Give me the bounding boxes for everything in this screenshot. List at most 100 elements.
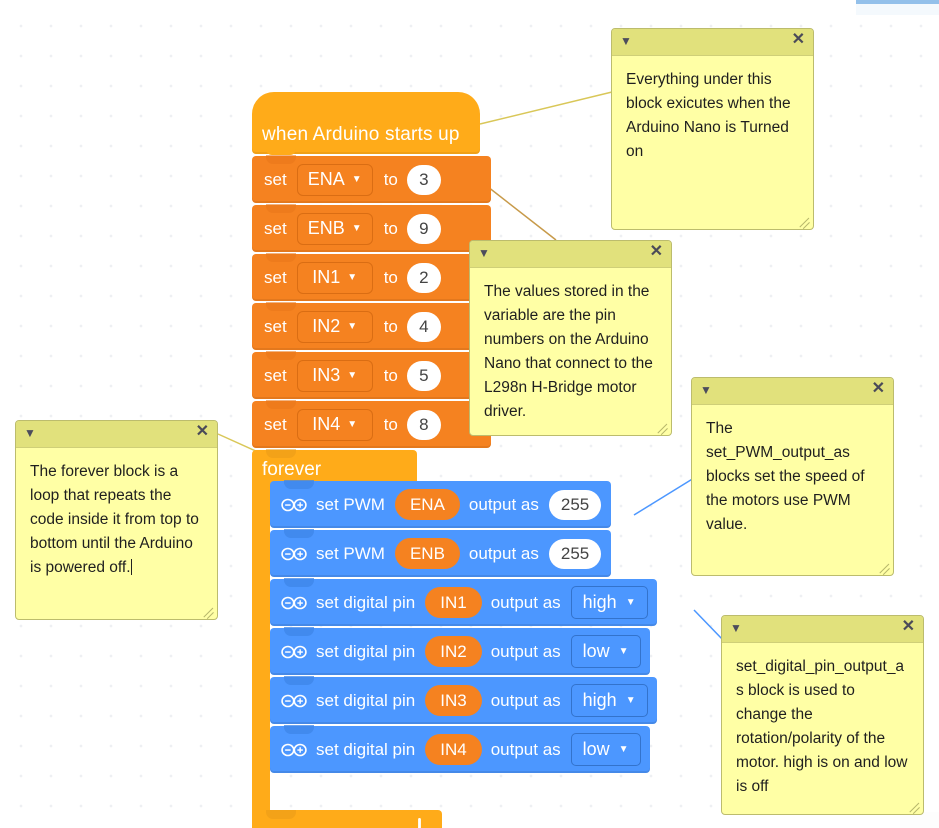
resize-grip-icon[interactable] bbox=[202, 604, 215, 619]
output-as-label: output as bbox=[490, 739, 561, 759]
top-chrome-sliver-2 bbox=[856, 4, 939, 15]
pin-variable-in2[interactable]: IN2 bbox=[425, 636, 482, 667]
set-variable-block-in3[interactable]: set IN3 ▼ to 5 bbox=[252, 351, 491, 399]
set-variable-block-ena[interactable]: set ENA ▼ to 3 bbox=[252, 155, 491, 203]
chevron-down-icon[interactable]: ▼ bbox=[700, 383, 712, 397]
value-input-in3[interactable]: 5 bbox=[406, 360, 441, 391]
forever-label: forever bbox=[262, 459, 322, 480]
comment-forever[interactable]: ▼ ✕ The forever block is a loop that rep… bbox=[15, 420, 218, 620]
chevron-down-icon: ▼ bbox=[625, 596, 636, 608]
output-as-label: output as bbox=[468, 494, 539, 514]
comment-text[interactable]: The set_PWM_output_as blocks set the spe… bbox=[706, 420, 869, 533]
chevron-down-icon: ▼ bbox=[347, 369, 358, 381]
pin-variable-ena[interactable]: ENA bbox=[394, 489, 460, 520]
variable-dropdown-in2[interactable]: IN2 ▼ bbox=[296, 310, 373, 343]
set-variable-block-in2[interactable]: set IN2 ▼ to 4 bbox=[252, 302, 491, 350]
arduino-infinity-icon bbox=[281, 547, 307, 560]
comment-text[interactable]: Everything under this block exicutes whe… bbox=[626, 71, 795, 160]
arduino-infinity-icon bbox=[281, 743, 307, 756]
when-arduino-starts-up-block[interactable]: when Arduino starts up bbox=[252, 92, 480, 155]
bottom-chrome-sliver bbox=[900, 812, 939, 828]
comment-variables[interactable]: ▼ ✕ The values stored in the variable ar… bbox=[469, 240, 672, 436]
comment-startup[interactable]: ▼ ✕ Everything under this block exicutes… bbox=[611, 28, 814, 230]
block-prefix-label: set PWM bbox=[316, 494, 385, 514]
comment-title-bar[interactable]: ▼ ✕ bbox=[612, 29, 813, 56]
chevron-down-icon[interactable]: ▼ bbox=[478, 246, 490, 260]
comment-title-bar[interactable]: ▼ ✕ bbox=[692, 378, 893, 405]
variable-dropdown-ena[interactable]: ENA ▼ bbox=[296, 163, 373, 196]
set-pwm-output-block-ena[interactable]: set PWM ENA output as 255 bbox=[270, 480, 612, 528]
close-icon[interactable]: ✕ bbox=[901, 618, 915, 635]
to-keyword: to bbox=[383, 267, 398, 287]
level-dropdown-in4[interactable]: low ▼ bbox=[570, 733, 641, 766]
value-input-in1[interactable]: 2 bbox=[406, 262, 441, 293]
output-as-label: output as bbox=[468, 543, 539, 563]
resize-grip-icon[interactable] bbox=[798, 214, 811, 229]
close-icon[interactable]: ✕ bbox=[871, 380, 885, 397]
value-input-in4[interactable]: 8 bbox=[406, 409, 441, 440]
block-prefix-label: set digital pin bbox=[316, 690, 416, 710]
loop-arrow-icon bbox=[417, 818, 421, 828]
chevron-down-icon[interactable]: ▼ bbox=[730, 621, 742, 635]
comment-text[interactable]: The forever block is a loop that repeats… bbox=[16, 448, 217, 588]
arduino-infinity-icon bbox=[281, 596, 307, 609]
variable-dropdown-in4[interactable]: IN4 ▼ bbox=[296, 408, 373, 441]
level-value: low bbox=[582, 641, 610, 661]
comment-title-bar[interactable]: ▼ ✕ bbox=[16, 421, 217, 448]
set-pwm-output-block-enb[interactable]: set PWM ENB output as 255 bbox=[270, 529, 612, 577]
set-keyword: set bbox=[264, 267, 287, 287]
comment-text-value: The forever block is a loop that repeats… bbox=[30, 463, 204, 576]
pin-variable-enb[interactable]: ENB bbox=[394, 538, 460, 569]
pin-variable-in4[interactable]: IN4 bbox=[425, 734, 482, 765]
level-dropdown-in1[interactable]: high ▼ bbox=[570, 586, 648, 619]
value-input-in2[interactable]: 4 bbox=[406, 311, 441, 342]
pwm-value-input-ena[interactable]: 255 bbox=[548, 489, 602, 520]
set-digital-pin-block-in1[interactable]: set digital pin IN1 output as high ▼ bbox=[270, 578, 657, 626]
forever-body-blocks[interactable]: set PWM ENA output as 255 set PWM ENB ou… bbox=[270, 480, 939, 775]
comment-text[interactable]: The values stored in the variable are th… bbox=[484, 283, 658, 420]
set-digital-pin-block-in3[interactable]: set digital pin IN3 output as high ▼ bbox=[270, 676, 657, 724]
variable-name: IN1 bbox=[312, 267, 341, 287]
to-keyword: to bbox=[383, 316, 398, 336]
block-prefix-label: set PWM bbox=[316, 543, 385, 563]
set-digital-pin-block-in4[interactable]: set digital pin IN4 output as low ▼ bbox=[270, 725, 650, 773]
set-variable-block-in1[interactable]: set IN1 ▼ to 2 bbox=[252, 253, 491, 301]
chevron-down-icon[interactable]: ▼ bbox=[24, 426, 36, 440]
forever-left-arm bbox=[252, 492, 270, 810]
comment-pwm[interactable]: ▼ ✕ The set_PWM_output_as blocks set the… bbox=[691, 377, 894, 576]
variable-dropdown-enb[interactable]: ENB ▼ bbox=[296, 212, 373, 245]
comment-digital[interactable]: ▼ ✕ set_digital_pin_output_as block is u… bbox=[721, 615, 924, 815]
chevron-down-icon[interactable]: ▼ bbox=[620, 34, 632, 48]
level-value: low bbox=[582, 739, 610, 759]
close-icon[interactable]: ✕ bbox=[791, 31, 805, 48]
variable-dropdown-in3[interactable]: IN3 ▼ bbox=[296, 359, 373, 392]
pwm-value-input-enb[interactable]: 255 bbox=[548, 538, 602, 569]
block-prefix-label: set digital pin bbox=[316, 592, 416, 612]
set-digital-pin-block-in2[interactable]: set digital pin IN2 output as low ▼ bbox=[270, 627, 650, 675]
block-prefix-label: set digital pin bbox=[316, 739, 416, 759]
level-dropdown-in2[interactable]: low ▼ bbox=[570, 635, 641, 668]
level-value: high bbox=[582, 592, 617, 612]
forever-footer[interactable] bbox=[252, 810, 442, 828]
chevron-down-icon: ▼ bbox=[351, 222, 362, 234]
set-variable-block-enb[interactable]: set ENB ▼ to 9 bbox=[252, 204, 491, 252]
comment-text[interactable]: set_digital_pin_output_as block is used … bbox=[736, 658, 912, 795]
set-variable-block-in4[interactable]: set IN4 ▼ to 8 bbox=[252, 400, 491, 448]
variable-name: ENB bbox=[307, 218, 345, 238]
level-dropdown-in3[interactable]: high ▼ bbox=[570, 684, 648, 717]
to-keyword: to bbox=[383, 169, 398, 189]
comment-title-bar[interactable]: ▼ ✕ bbox=[722, 616, 923, 643]
value-input-ena[interactable]: 3 bbox=[406, 164, 441, 195]
comment-title-bar[interactable]: ▼ ✕ bbox=[470, 241, 671, 268]
output-as-label: output as bbox=[490, 592, 561, 612]
resize-grip-icon[interactable] bbox=[878, 560, 891, 575]
value-input-enb[interactable]: 9 bbox=[406, 213, 441, 244]
pin-variable-in3[interactable]: IN3 bbox=[425, 685, 482, 716]
set-keyword: set bbox=[264, 365, 287, 385]
variable-dropdown-in1[interactable]: IN1 ▼ bbox=[296, 261, 373, 294]
pin-variable-in1[interactable]: IN1 bbox=[425, 587, 482, 618]
close-icon[interactable]: ✕ bbox=[649, 243, 663, 260]
close-icon[interactable]: ✕ bbox=[195, 423, 209, 440]
arduino-block-stack[interactable]: when Arduino starts up set ENA ▼ to 3 se… bbox=[252, 92, 491, 828]
